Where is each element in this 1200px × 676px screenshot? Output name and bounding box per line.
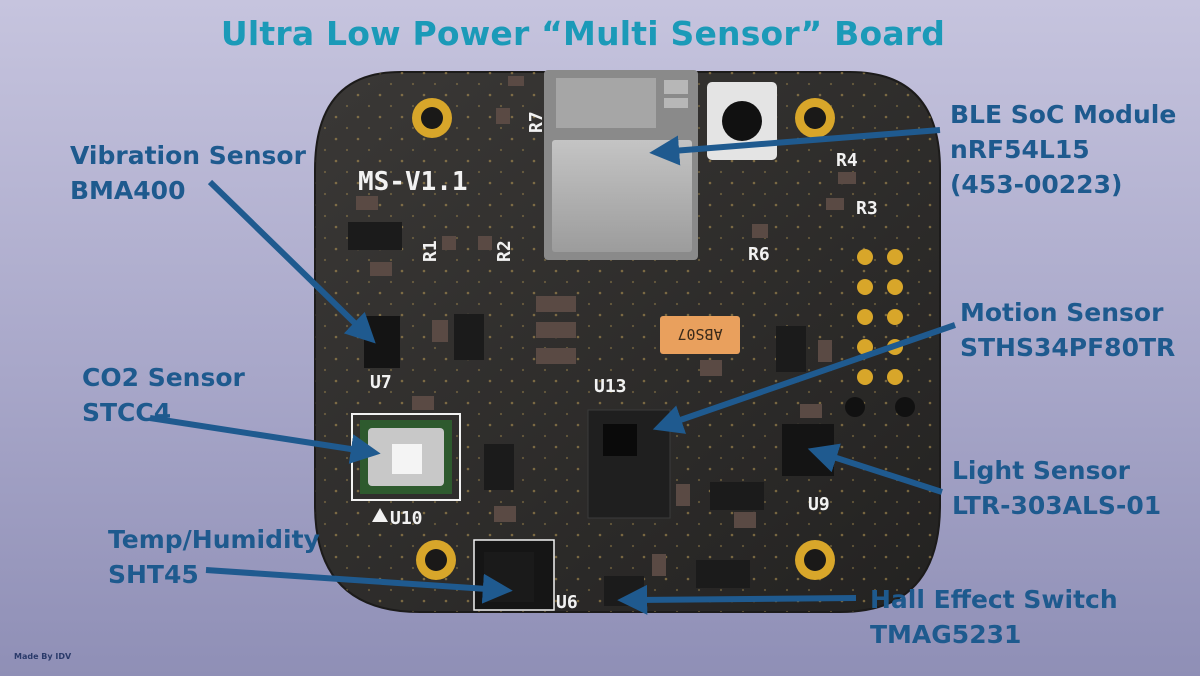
callout-hall: Hall Effect Switch TMAG5231 <box>870 582 1118 652</box>
silk-r6: R6 <box>748 244 770 265</box>
mounting-holes <box>412 98 835 580</box>
callout-light: Light Sensor LTR-303ALS-01 <box>952 453 1161 523</box>
callout-motion: Motion Sensor STHS34PF80TR <box>960 295 1175 365</box>
callout-motion-line1: Motion Sensor <box>960 298 1164 327</box>
silk-u13: U13 <box>594 376 627 397</box>
silk-r2: R2 <box>494 240 515 262</box>
u13-chip <box>587 409 671 519</box>
callout-hall-line2: TMAG5231 <box>870 620 1022 649</box>
u9-chip <box>782 424 834 476</box>
callout-light-line1: Light Sensor <box>952 456 1130 485</box>
callout-ble: BLE SoC Module nRF54L15 (453-00223) <box>950 97 1176 202</box>
callout-co2-line2: STCC4 <box>82 398 172 427</box>
callout-light-line2: LTR-303ALS-01 <box>952 491 1162 520</box>
silk-r3: R3 <box>856 198 878 219</box>
callout-co2: CO2 Sensor STCC4 <box>82 360 245 430</box>
callout-ble-line3: (453-00223) <box>950 170 1123 199</box>
silk-u9: U9 <box>808 494 830 515</box>
page-title: Ultra Low Power “Multi Sensor” Board <box>220 14 946 53</box>
callout-vibration-line1: Vibration Sensor <box>70 141 306 170</box>
silk-r7: R7 <box>526 111 547 133</box>
callout-temp: Temp/Humidity SHT45 <box>108 522 320 592</box>
callout-vibration: Vibration Sensor BMA400 <box>70 138 306 208</box>
ble-module <box>544 70 698 260</box>
silk-r1: R1 <box>420 240 441 262</box>
callout-motion-line2: STHS34PF80TR <box>960 333 1176 362</box>
credit-text: Made By IDV <box>14 652 72 661</box>
callout-ble-line1: BLE SoC Module <box>950 100 1177 129</box>
u7-chip <box>364 316 400 368</box>
silk-version: MS-V1.1 <box>358 167 468 197</box>
silk-u10: U10 <box>390 508 423 529</box>
co2-sensor <box>351 413 461 501</box>
callout-ble-line2: nRF54L15 <box>950 135 1090 164</box>
silk-r4: R4 <box>836 150 858 171</box>
callout-temp-line2: SHT45 <box>108 560 199 589</box>
crystal-marking: ABS07 <box>677 325 722 343</box>
silk-u7: U7 <box>370 372 392 393</box>
callout-co2-line1: CO2 Sensor <box>82 363 245 392</box>
pin1-marker <box>372 508 388 522</box>
callout-temp-line1: Temp/Humidity <box>108 525 320 554</box>
callout-vibration-line2: BMA400 <box>70 176 186 205</box>
push-button <box>707 82 777 160</box>
silk-u6: U6 <box>556 592 578 613</box>
callout-hall-line1: Hall Effect Switch <box>870 585 1118 614</box>
